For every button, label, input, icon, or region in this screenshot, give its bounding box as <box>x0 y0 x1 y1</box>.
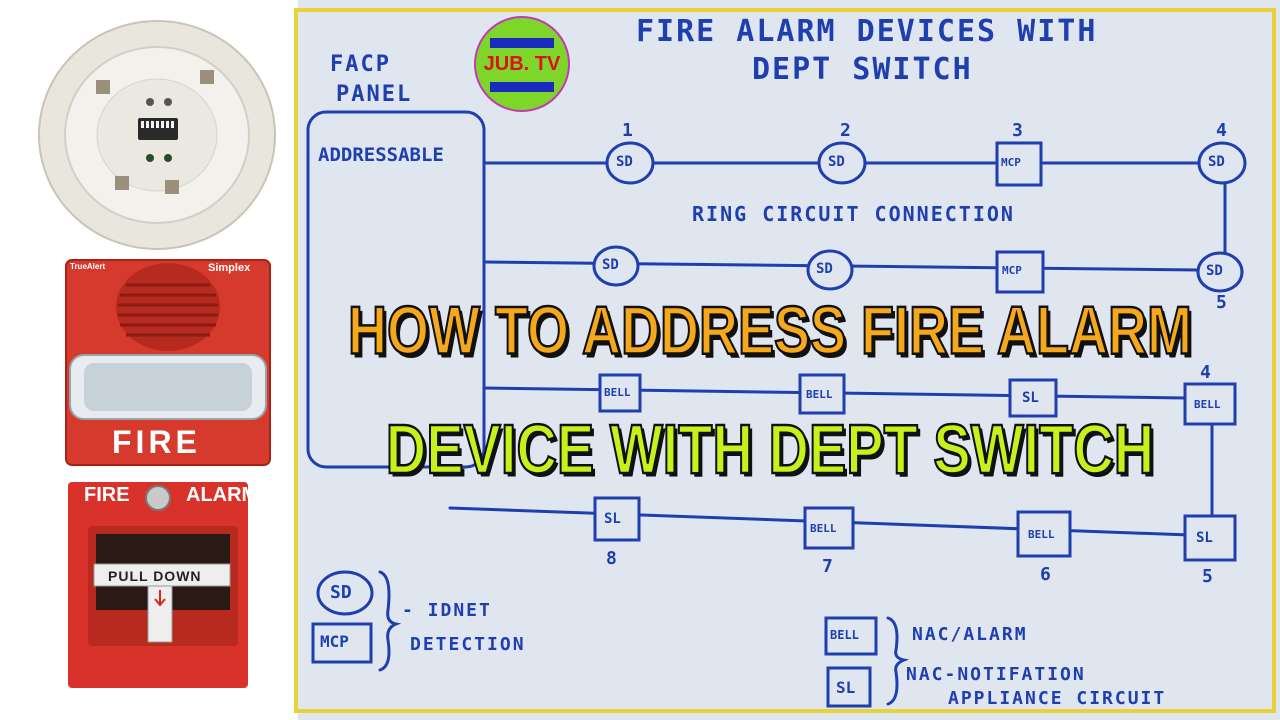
row4-device-1-number: 8 <box>606 548 619 569</box>
row4-device-2-label: BELL <box>810 522 837 535</box>
legend-nac-alarm-label: NAC/ALARM <box>912 624 1028 645</box>
row3-device-2-label: BELL <box>806 388 833 401</box>
row2-device-1-label: SD <box>602 257 619 273</box>
horn-strobe-photo <box>65 259 271 466</box>
strobe-brand-right: Simplex <box>208 262 251 274</box>
pull-station-fire: FIRE <box>84 484 130 506</box>
pull-station-alarm: ALARM <box>186 484 259 506</box>
row2-device-4-label: SD <box>1206 263 1223 279</box>
detector-base-photo <box>38 20 276 250</box>
row2-device-4-number: 5 <box>1216 292 1229 313</box>
pull-station-photo <box>68 482 248 688</box>
row2-device-3-label: MCP <box>1002 264 1022 277</box>
logo-text: JUB. TV <box>483 53 561 75</box>
whiteboard-border <box>294 8 1276 713</box>
legend-idnet-label: - IDNET <box>402 600 492 621</box>
row1-device-3-label: MCP <box>1001 156 1021 169</box>
row4-device-1-label: SL <box>604 511 621 527</box>
row1-device-2-label: SD <box>828 154 845 170</box>
row4-device-4-number: 5 <box>1202 566 1215 587</box>
row1-device-3-number: 3 <box>1012 120 1025 141</box>
row4-device-2-number: 7 <box>822 556 835 577</box>
legend-nac-notification-label: NAC-NOTIFATION <box>906 664 1086 685</box>
row1-device-1-label: SD <box>616 154 633 170</box>
ring-circuit-label: RING CIRCUIT CONNECTION <box>692 202 1015 226</box>
row1-device-4-label: SD <box>1208 154 1225 170</box>
facp-label-line-1: FACP <box>330 52 391 77</box>
pull-down-label: PULL DOWN <box>108 568 202 584</box>
headline-line-2: DEVICE WITH DEPT SWITCH <box>385 408 1155 489</box>
row4-device-3-number: 6 <box>1040 564 1053 585</box>
legend-bell-symbol: BELL <box>830 628 859 642</box>
row1-device-4-number: 4 <box>1216 120 1229 141</box>
legend-sl-symbol: SL <box>836 678 856 697</box>
strobe-fire-label: FIRE <box>112 424 201 460</box>
row4-device-4-label: SL <box>1196 530 1213 546</box>
addressable-label: ADDRESSABLE <box>318 144 444 166</box>
title-line-2: DEPT SWITCH <box>752 52 973 87</box>
strobe-brand-left: TrueAlert <box>70 262 106 271</box>
facp-panel-box <box>306 110 486 469</box>
headline-line-1: HOW TO ADDRESS FIRE ALARM <box>347 292 1193 370</box>
row3-device-3-label: SL <box>1022 390 1039 406</box>
title-line-1: FIRE ALARM DEVICES WITH <box>636 14 1098 49</box>
whiteboard <box>298 0 1280 720</box>
row1-device-1-number: 1 <box>622 120 635 141</box>
row2-device-2-label: SD <box>816 261 833 277</box>
legend-mcp-symbol: MCP <box>320 632 349 651</box>
row3-device-1-label: BELL <box>604 386 631 399</box>
legend-detection-label: DETECTION <box>410 634 526 655</box>
jub-tv-logo: JUB. TV <box>474 16 570 112</box>
facp-label-line-2: PANEL <box>336 82 413 107</box>
row1-device-2-number: 2 <box>840 120 853 141</box>
legend-appliance-circuit-label: APPLIANCE CIRCUIT <box>948 688 1167 709</box>
row4-device-3-label: BELL <box>1028 528 1055 541</box>
row3-device-4-number: 4 <box>1200 362 1213 383</box>
legend-sd-symbol: SD <box>330 582 352 603</box>
row3-device-4-label: BELL <box>1194 398 1221 411</box>
